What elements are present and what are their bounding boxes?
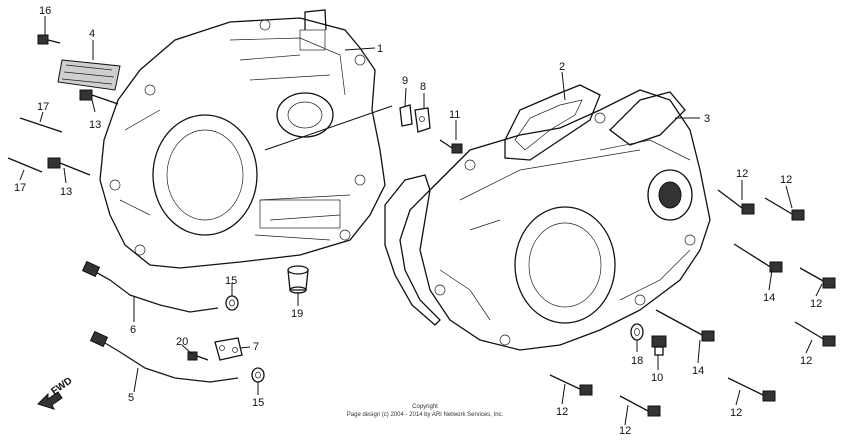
fwd-label: FWD	[49, 375, 74, 397]
callout-15-b[interactable]: 15	[252, 397, 264, 409]
callout-14-b[interactable]: 14	[692, 365, 704, 377]
callout-9[interactable]: 9	[402, 75, 408, 87]
forward-arrow-icon	[37, 391, 63, 410]
bolt-14-b[interactable]	[655, 309, 715, 342]
oil-hose-6[interactable]	[81, 260, 219, 313]
callout-20[interactable]: 20	[176, 336, 188, 348]
bolt-12-f[interactable]	[619, 395, 661, 417]
bolt-12-a[interactable]	[717, 189, 755, 215]
leader-lines	[19, 16, 823, 426]
bolt-12-g[interactable]	[727, 377, 776, 402]
right-crankcase[interactable]	[419, 89, 711, 351]
bolt-12-c[interactable]	[799, 267, 836, 289]
callout-5[interactable]: 5	[128, 392, 134, 404]
callout-8[interactable]: 8	[420, 81, 426, 93]
callout-12-e[interactable]: 12	[556, 406, 568, 418]
callout-10[interactable]: 10	[651, 372, 663, 384]
oil-strainer-screen[interactable]	[57, 59, 121, 91]
bolt-14-a[interactable]	[733, 243, 783, 273]
callout-12-f[interactable]: 12	[619, 425, 631, 437]
bolt-13-lower[interactable]	[47, 157, 91, 176]
bolt-12-e[interactable]	[549, 374, 593, 396]
washer-15-upper[interactable]	[225, 295, 239, 311]
bolt-12-d[interactable]	[794, 321, 836, 347]
bolt-16[interactable]	[37, 34, 61, 45]
callout-16[interactable]: 16	[39, 5, 51, 17]
callout-14-a[interactable]: 14	[763, 292, 775, 304]
dowel-19[interactable]	[287, 265, 309, 294]
oil-hose-5[interactable]	[89, 330, 239, 383]
callout-17-b[interactable]: 17	[14, 182, 26, 194]
callout-11[interactable]: 11	[449, 109, 460, 121]
left-crankcase[interactable]	[99, 9, 386, 269]
callout-4[interactable]: 4	[89, 28, 95, 40]
callout-13-b[interactable]: 13	[60, 186, 72, 198]
callout-13-a[interactable]: 13	[89, 119, 101, 131]
callout-15-a[interactable]: 15	[225, 275, 237, 287]
callout-6[interactable]: 6	[130, 324, 136, 336]
stud-17-lower[interactable]	[7, 157, 43, 173]
callout-17-a[interactable]: 17	[37, 101, 49, 113]
callout-12-a[interactable]: 12	[736, 168, 748, 180]
callout-labels: 1 2 3 4 5 6 7 8 9 10 11 12 12 12 12 12 1…	[14, 5, 822, 437]
washer-18[interactable]	[630, 323, 644, 341]
callout-12-d[interactable]: 12	[800, 355, 812, 367]
callout-12-b[interactable]: 12	[780, 174, 792, 186]
bolt-11[interactable]	[439, 139, 463, 154]
bolt-20[interactable]	[187, 351, 209, 361]
plate-7[interactable]	[214, 337, 243, 361]
callout-3[interactable]: 3	[704, 113, 710, 125]
callout-12-c[interactable]: 12	[810, 298, 822, 310]
bolt-12-b[interactable]	[764, 197, 805, 221]
callout-18[interactable]: 18	[631, 355, 643, 367]
drain-plug-10[interactable]	[651, 335, 667, 356]
washer-15-lower[interactable]	[251, 367, 265, 383]
callout-2[interactable]: 2	[559, 61, 565, 73]
bolt-13-upper[interactable]	[79, 89, 119, 105]
callout-19[interactable]: 19	[291, 308, 303, 320]
copyright-line-2: Page design (c) 2004 - 2014 by ARI Netwo…	[347, 412, 504, 418]
callout-1[interactable]: 1	[377, 43, 383, 55]
copyright-line-1: Copyright	[412, 404, 438, 410]
crankcase-gasket[interactable]	[384, 84, 601, 326]
callout-7[interactable]: 7	[253, 341, 259, 353]
callout-12-g[interactable]: 12	[730, 407, 742, 419]
plate-8[interactable]	[414, 107, 431, 133]
stud-17-upper[interactable]	[19, 117, 63, 133]
clip-9[interactable]	[399, 104, 413, 127]
